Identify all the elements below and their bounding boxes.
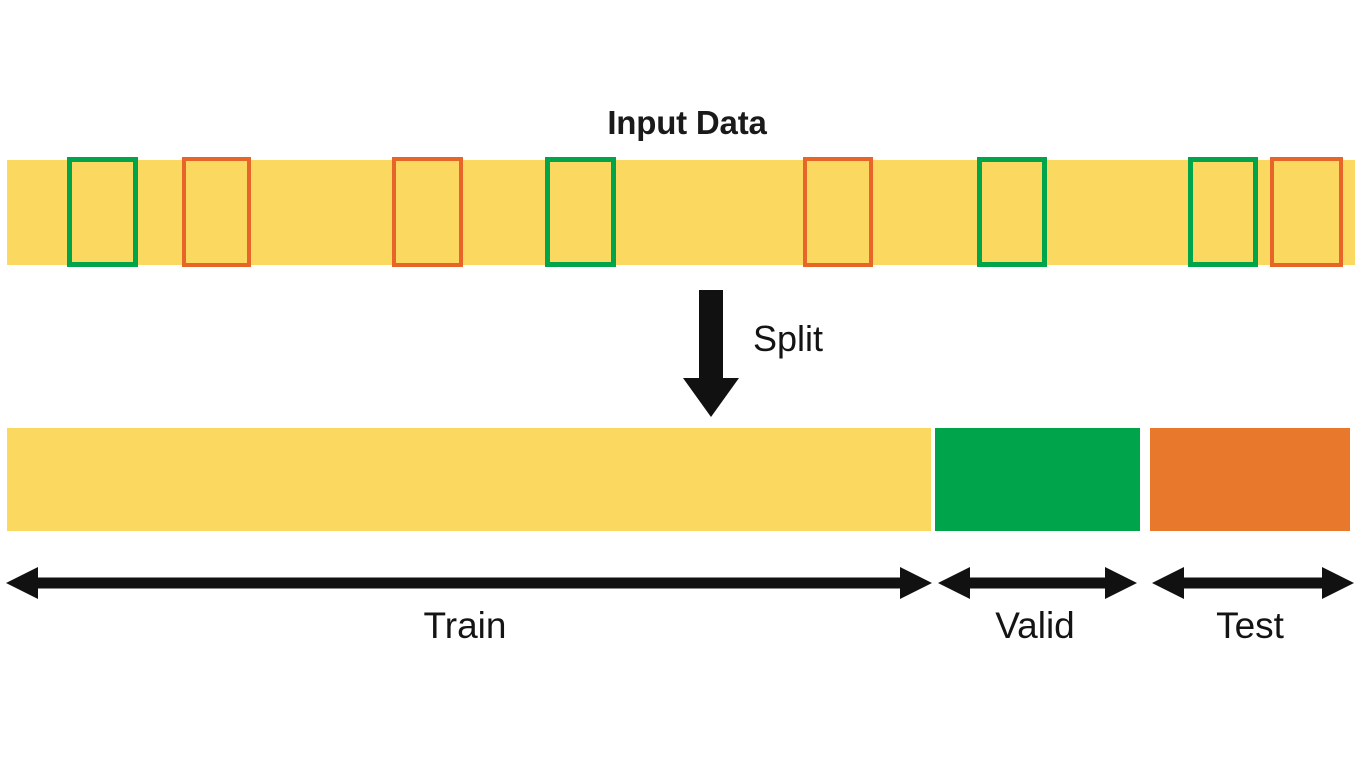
segment-valid [935,428,1140,531]
input-marker-green-1 [67,157,138,267]
input-marker-orange-2 [392,157,463,267]
split-result-bar [7,428,1350,531]
input-data-bar [7,160,1355,265]
input-marker-orange-1 [182,157,251,267]
measure-label-valid: Valid [995,605,1075,646]
input-marker-orange-3 [803,157,873,267]
split-down-arrow-icon [683,290,739,417]
measure-label-train: Train [423,605,507,646]
page-title: Input Data [607,104,767,141]
segment-test [1150,428,1350,531]
measure-label-test: Test [1216,605,1284,646]
input-marker-green-2 [545,157,616,267]
measure-arrow-train [6,567,932,599]
measure-arrow-valid [938,567,1137,599]
measure-arrow-test [1152,567,1354,599]
measure-arrows-group [6,567,1354,599]
input-marker-orange-4 [1270,157,1343,267]
input-marker-green-3 [977,157,1047,267]
segment-train [7,428,931,531]
input-marker-green-4 [1188,157,1258,267]
split-label: Split [753,318,824,359]
